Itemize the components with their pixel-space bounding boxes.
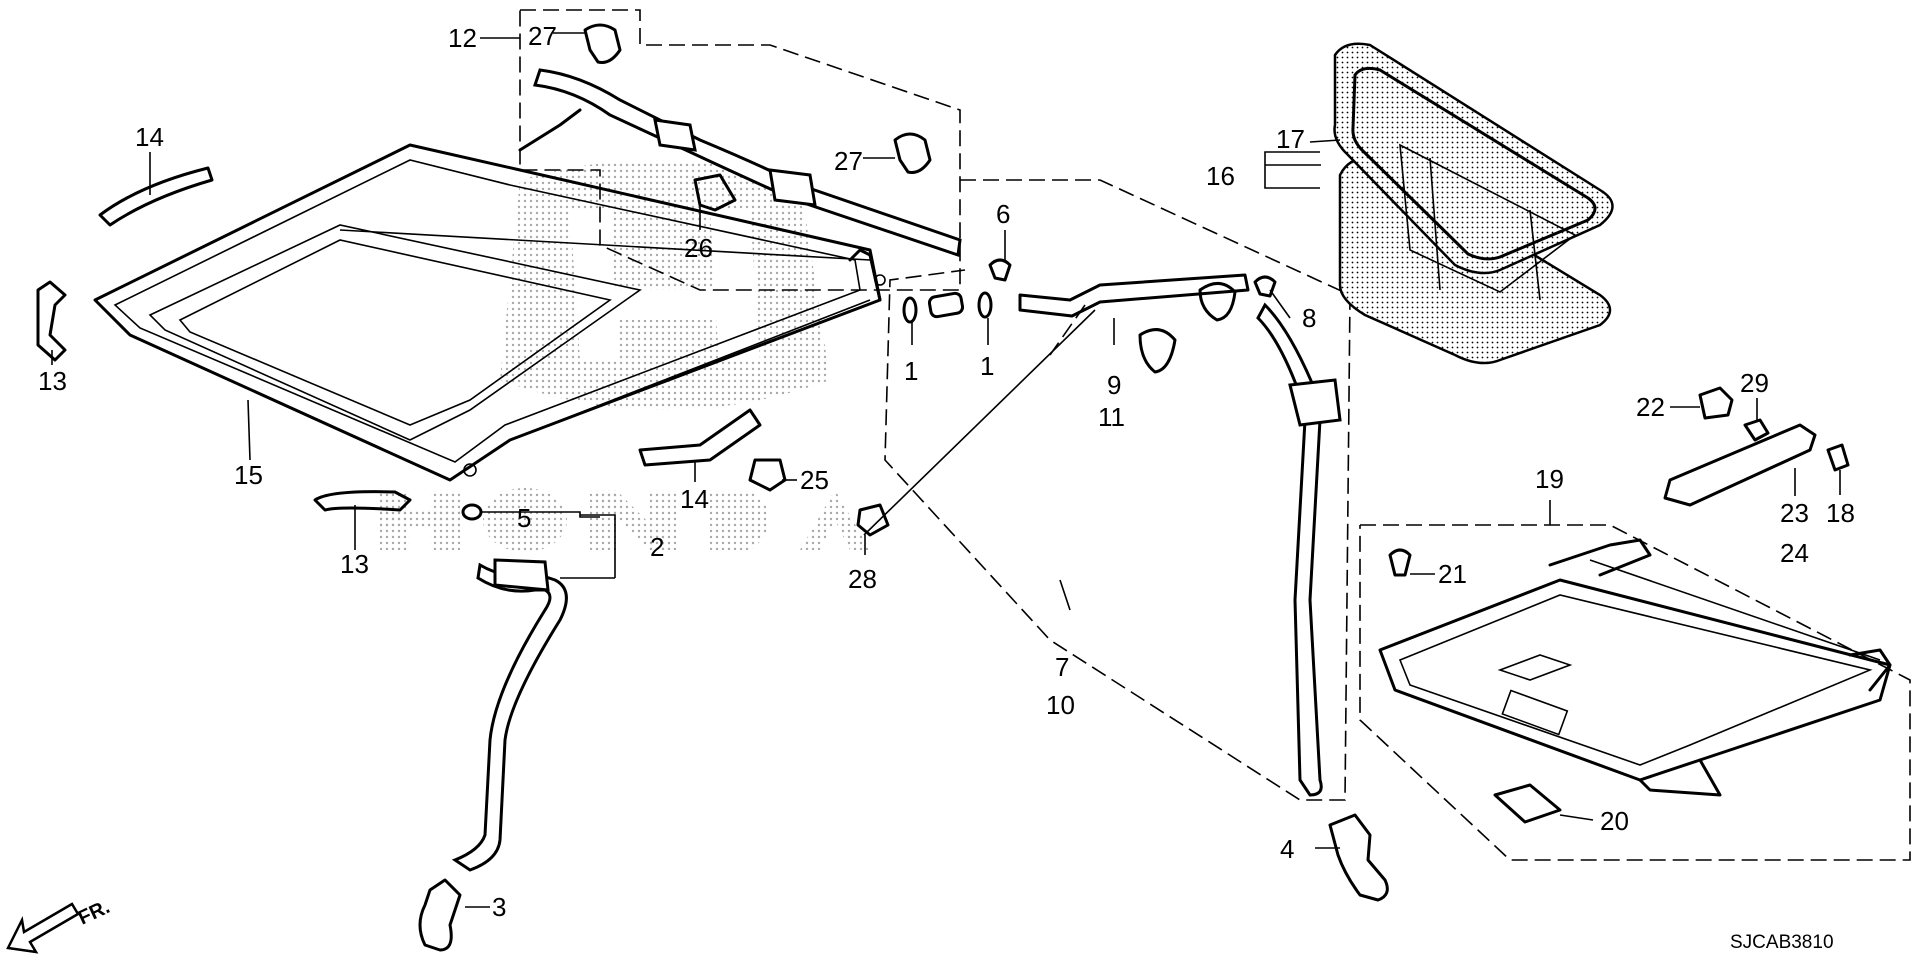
callout-4: 4 — [1280, 834, 1294, 864]
callout-5: 5 — [517, 503, 531, 533]
callout-10: 10 — [1046, 690, 1075, 720]
group-7-outline — [884, 179, 1351, 801]
grommet-28 — [856, 503, 890, 537]
group-outlines — [519, 9, 1911, 861]
rubber-block-22 — [1698, 386, 1734, 420]
front-label: FR. — [75, 896, 113, 930]
seal-strip-14-middle — [638, 408, 762, 467]
front-direction-indicator: FR. — [6, 896, 113, 954]
callout-27: 27 — [834, 146, 863, 176]
callout-16: 16 — [1206, 161, 1235, 191]
watermark-wordmark — [380, 488, 870, 552]
slider-bracket-23 — [1663, 423, 1817, 507]
callout-1: 1 — [980, 351, 994, 381]
clip-18 — [1826, 443, 1850, 472]
sunroof-frame — [93, 108, 886, 482]
callout-25: 25 — [800, 465, 829, 495]
pad-20 — [1493, 783, 1562, 824]
seal-strip-14-upper — [98, 166, 214, 227]
callout-20: 20 — [1600, 806, 1629, 836]
leader-lines — [51, 32, 1841, 908]
drain-hose-rear — [1256, 302, 1323, 797]
screw-29 — [1743, 418, 1770, 442]
bolt-21 — [1388, 548, 1412, 577]
callout-27: 27 — [528, 21, 557, 51]
callout-2: 2 — [650, 532, 664, 562]
glass-assembly — [1333, 42, 1614, 365]
spacer-13-lower — [313, 490, 412, 512]
bracket-26 — [693, 173, 737, 212]
callout-labels: 1 1 2 3 4 5 6 7 8 9 10 11 12 13 13 14 14… — [38, 21, 1855, 922]
clip-27-upper — [583, 23, 622, 64]
group-12-outline — [519, 9, 961, 291]
grommet-25 — [748, 458, 787, 492]
watermark-h-emblem — [500, 160, 830, 410]
bracket-arm-9 — [1018, 273, 1250, 318]
callout-8: 8 — [1302, 303, 1316, 333]
front-arrow-icon — [6, 902, 80, 954]
clip-27-lower — [893, 132, 932, 174]
callout-9: 9 — [1107, 370, 1121, 400]
callout-15: 15 — [234, 460, 263, 490]
brand-watermark-logo — [380, 160, 870, 552]
callout-18: 18 — [1826, 498, 1855, 528]
callout-13: 13 — [38, 366, 67, 396]
clip-1-right — [977, 291, 993, 319]
callout-13: 13 — [340, 549, 369, 579]
drain-hoses — [451, 68, 1342, 872]
clip-6 — [988, 258, 1012, 282]
callout-22: 22 — [1636, 392, 1665, 422]
callout-3: 3 — [492, 892, 506, 922]
clip-1-left — [902, 296, 918, 324]
drain-hose-front-right — [532, 68, 962, 258]
callout-7: 7 — [1055, 652, 1069, 682]
callout-23: 23 — [1780, 498, 1809, 528]
spacer-13-left — [36, 280, 67, 362]
group-19-outline — [1359, 524, 1911, 861]
elbow-joint-4 — [1328, 813, 1389, 902]
band-clamp-b — [1198, 282, 1237, 322]
callout-12: 12 — [448, 23, 477, 53]
band-clamp-a — [1138, 328, 1177, 374]
callout-14: 14 — [680, 484, 709, 514]
callout-26: 26 — [684, 233, 713, 263]
drain-hose-front-left — [451, 562, 568, 872]
callout-28: 28 — [848, 564, 877, 594]
callout-17: 17 — [1276, 124, 1305, 154]
sunshade-assembly — [1378, 538, 1892, 797]
callout-21: 21 — [1438, 559, 1467, 589]
clip-8 — [1253, 275, 1277, 298]
elbow-joint-3 — [418, 878, 462, 952]
callout-14: 14 — [135, 122, 164, 152]
callout-19: 19 — [1535, 464, 1564, 494]
clip-5 — [461, 503, 483, 521]
callout-24: 24 — [1780, 538, 1809, 568]
callout-11: 11 — [1098, 402, 1125, 432]
callout-6: 6 — [996, 199, 1010, 229]
diagram-code: SJCAB3810 — [1730, 932, 1834, 953]
small-parts — [36, 23, 1850, 952]
callout-1: 1 — [904, 356, 918, 386]
callout-29: 29 — [1740, 368, 1769, 398]
